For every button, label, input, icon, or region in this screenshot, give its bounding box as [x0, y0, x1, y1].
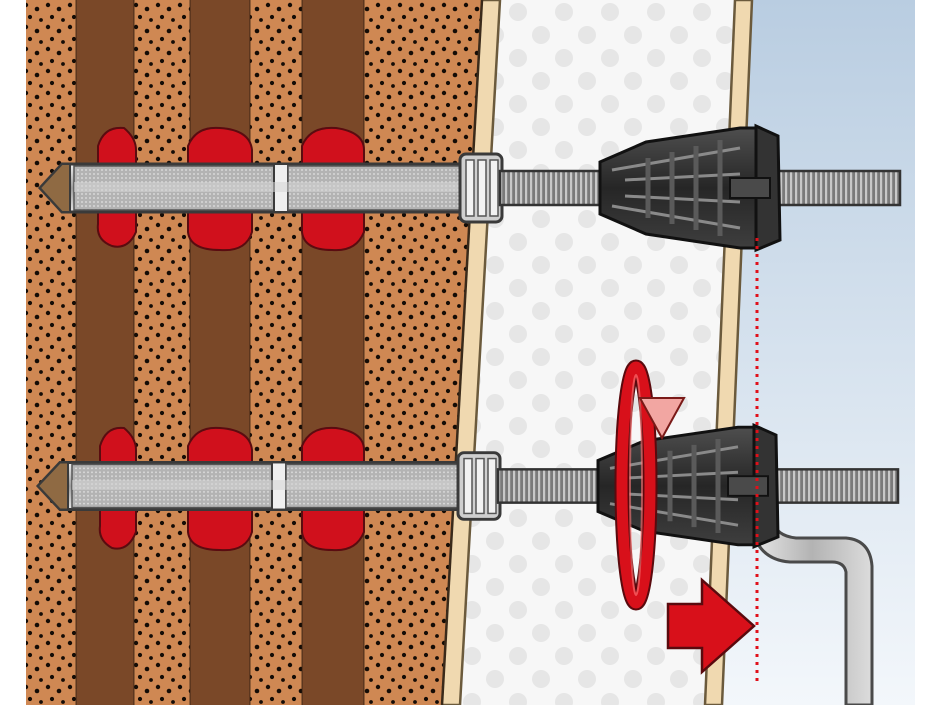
right-margin — [915, 0, 940, 705]
masonry-block — [26, 0, 484, 705]
push-arrow-icon — [666, 577, 756, 675]
rotation-arrow-icon — [614, 359, 686, 611]
left-margin — [0, 0, 26, 705]
masonry-chamber — [302, 0, 364, 705]
masonry-chamber — [190, 0, 250, 705]
masonry-chamber — [76, 0, 134, 705]
